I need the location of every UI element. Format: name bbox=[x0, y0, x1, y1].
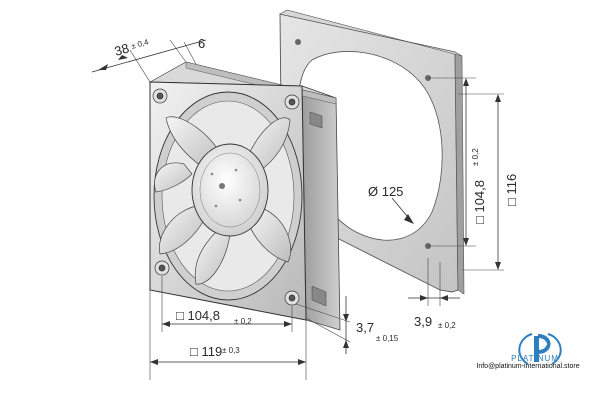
dim-gasket-square-tol: ± 0,2 bbox=[471, 148, 480, 166]
brand-url: Info@platinum-international.store bbox=[476, 363, 580, 370]
dim-depth-tol: ± 0,4 bbox=[130, 37, 150, 51]
dim-flange: 6 bbox=[198, 36, 205, 51]
dim-gasket-thickness-tol: ± 0,2 bbox=[438, 321, 456, 330]
dim-fan-square: □ 104,8 bbox=[176, 308, 220, 323]
dimension-labels: 38 ± 0,4 6 Ø 125 □ 104,8 ± 0,2 □ 116 3,9… bbox=[113, 36, 519, 359]
dim-gasket-thickness: 3,9 bbox=[414, 314, 432, 329]
fan-blade bbox=[247, 117, 291, 173]
hub-center bbox=[219, 183, 225, 189]
dim-depth: 38 bbox=[113, 40, 131, 58]
brand-name: PLATINUM bbox=[511, 354, 559, 363]
platinum-logo bbox=[518, 333, 562, 365]
fan-hub bbox=[191, 143, 269, 237]
brand-block: PLATINUM Info@platinum-international.sto… bbox=[476, 352, 590, 370]
dim-hole-offset: 3,7 bbox=[356, 320, 374, 335]
dim-fan-square-tol: ± 0,2 bbox=[234, 317, 252, 326]
dim-hole-offset-tol: ± 0,15 bbox=[376, 334, 399, 343]
dim-fan-outer-tol: ± 0,3 bbox=[222, 346, 240, 355]
corner-mounts bbox=[152, 88, 300, 306]
fan-blade bbox=[159, 205, 205, 255]
fan-blade bbox=[154, 162, 193, 193]
dim-fan-outer: □ 119 bbox=[190, 344, 222, 359]
dim-gasket-square: □ 104,8 bbox=[472, 180, 487, 224]
dimension-lines bbox=[91, 39, 504, 380]
fan-body bbox=[148, 61, 341, 331]
fan-blade bbox=[247, 207, 292, 263]
fan-blade bbox=[194, 231, 231, 285]
dim-diameter: Ø 125 bbox=[368, 184, 403, 199]
gasket-hole bbox=[295, 39, 301, 45]
dim-gasket-outer: □ 116 bbox=[504, 174, 519, 206]
